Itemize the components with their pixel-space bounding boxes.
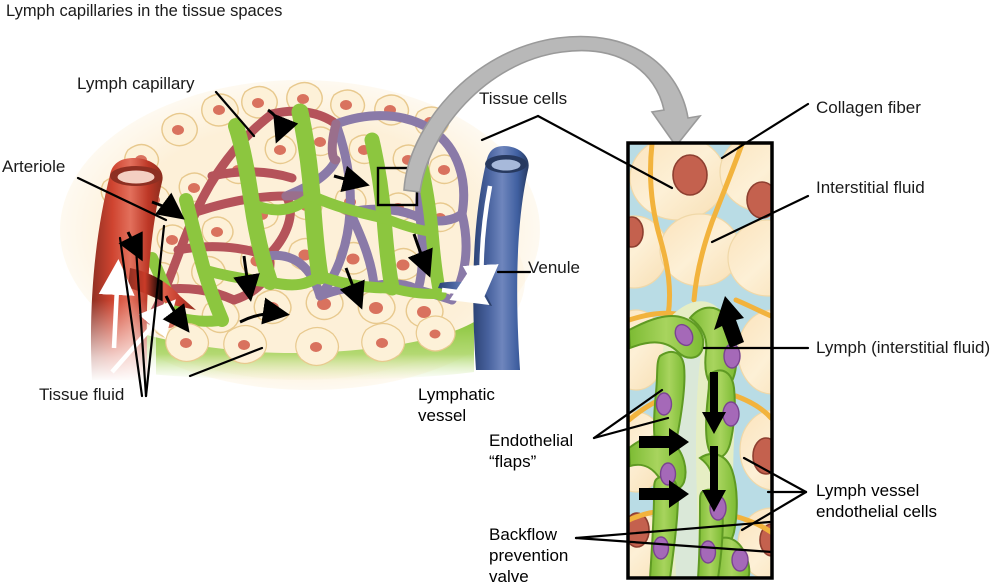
label-collagen-fiber: Collagen fiber (816, 98, 921, 117)
label-lymph-endo-line1: Lymph vessel (816, 481, 920, 500)
lymph-flow-arrow-upper (702, 372, 726, 434)
label-backflow-prevention-valve: Backflow prevention valve (489, 524, 568, 587)
leader-tissue-fluid-a (134, 246, 148, 398)
label-lymphatic-vessel-line2: vessel (418, 406, 467, 425)
inflow-arrow-left-upper (639, 428, 689, 456)
leader-interstitial-fluid (710, 194, 810, 244)
label-backflow-line1: Backflow (489, 525, 558, 544)
label-endothelial-flaps-line1: Endothelial (489, 431, 574, 450)
inflow-arrow-left-lower (639, 480, 689, 508)
leader-tissue-cells-a (480, 114, 540, 142)
leader-arteriole (76, 176, 168, 222)
leader-lymph-endo-a (742, 456, 808, 494)
leader-endothelial-flaps-b (592, 416, 670, 440)
leader-tissue-cells-b (536, 114, 674, 190)
leader-endothelial-flaps-a (592, 388, 664, 440)
inset-frame-border (626, 141, 774, 580)
label-backflow-line3: valve (489, 567, 529, 586)
magnification-arrow (403, 35, 702, 193)
inset-flow-arrows (639, 296, 744, 512)
label-endothelial-flaps-line2: “flaps” (489, 452, 537, 471)
lymph-band-nuclei (180, 329, 441, 352)
label-tissue-fluid: Tissue fluid (39, 385, 125, 404)
label-lymph-interstitial-fluid: Lymph (interstitial fluid) (816, 338, 991, 357)
label-backflow-line2: prevention (489, 546, 569, 565)
leader-backflow-b (574, 536, 774, 554)
leader-lines (76, 90, 810, 554)
label-lymph-vessel-endothelial-cells: Lymph vessel endothelial cells (816, 480, 937, 522)
leader-lymphatic-vessel (188, 346, 264, 378)
endothelial-nuclei (652, 323, 749, 572)
lymph-flow-arrow-lower (702, 446, 726, 512)
label-lymph-endo-line2: endothelial cells (816, 502, 937, 521)
leader-lymph-capillary (214, 90, 256, 138)
inset-panel (626, 141, 774, 580)
arteriole-flow-arrows (98, 259, 176, 374)
leader-collagen-fiber (720, 102, 810, 160)
venule-flow-arrow (441, 185, 499, 305)
label-lymphatic-vessel: Lymphatic vessel (418, 384, 495, 426)
inflow-arrow-right (714, 296, 744, 348)
label-arteriole: Arteriole (2, 157, 66, 176)
tissue-flow-arrows (118, 108, 433, 333)
overview-panel (60, 35, 702, 390)
label-tissue-cells: Tissue cells (479, 89, 568, 108)
figure-title: Lymph capillaries in the tissue spaces (6, 2, 283, 20)
label-endothelial-flaps: Endothelial “flaps” (489, 430, 573, 472)
label-interstitial-fluid: Interstitial fluid (816, 178, 925, 197)
collagen-fibers (629, 144, 771, 535)
leader-tissue-fluid-c (118, 236, 144, 398)
inset-cell-nuclei (629, 154, 771, 557)
label-venule: Venule (528, 258, 580, 277)
leader-tissue-fluid-b (144, 224, 166, 398)
label-lymph-capillary: Lymph capillary (77, 74, 195, 93)
leader-backflow-a (574, 520, 772, 540)
label-lymphatic-vessel-line1: Lymphatic (418, 385, 495, 404)
